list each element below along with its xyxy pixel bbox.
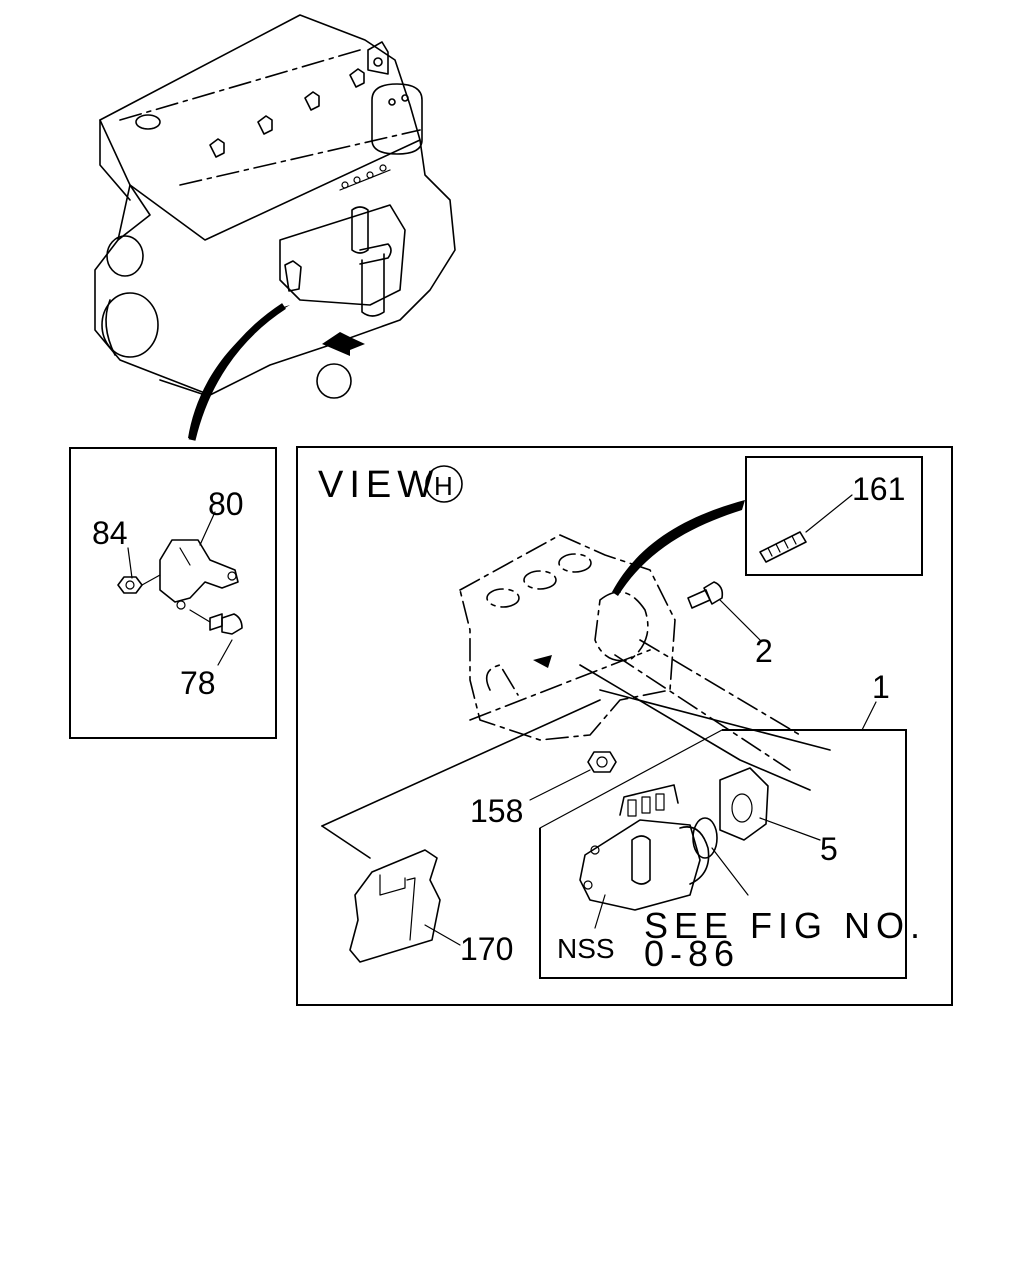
pump-subassembly-box bbox=[539, 729, 907, 979]
callout-2: 2 bbox=[755, 633, 773, 669]
leader-curve-stroke bbox=[188, 303, 286, 441]
callout-5: 5 bbox=[820, 831, 838, 867]
flange-5-shape bbox=[719, 767, 769, 841]
callout-161: 161 bbox=[852, 471, 905, 507]
bolt-2-shape bbox=[703, 581, 724, 605]
cover-170-shape bbox=[349, 849, 441, 963]
stud-detail-box bbox=[745, 456, 923, 576]
see-fig-line1: SEE FIG NO. bbox=[644, 905, 926, 946]
engine-block-view bbox=[459, 534, 676, 741]
nut-158-shape bbox=[587, 751, 617, 773]
direction-arrow-icon bbox=[533, 655, 552, 668]
callout-170: 170 bbox=[460, 931, 513, 967]
o-ring-shape bbox=[692, 817, 718, 859]
view-h-marker-icon bbox=[316, 363, 352, 399]
view-title: VIEW bbox=[318, 464, 439, 506]
bracket-detail-box: 84 80 78 bbox=[69, 447, 277, 739]
bolt-78-shape bbox=[221, 613, 243, 635]
stud-leader-curve bbox=[612, 500, 745, 596]
callout-nss: NSS bbox=[557, 933, 615, 964]
callout-1: 1 bbox=[872, 669, 890, 705]
nut-84-shape bbox=[117, 576, 143, 594]
stud-161-shape bbox=[759, 531, 807, 563]
view-title-marker-icon bbox=[425, 465, 463, 503]
view-h-box: VIEW H 161 2 bbox=[296, 446, 953, 1006]
view-arrow-icon bbox=[322, 332, 365, 356]
leader-curve bbox=[188, 305, 290, 438]
callout-78: 78 bbox=[180, 665, 216, 701]
callout-84: 84 bbox=[92, 515, 128, 551]
callout-158: 158 bbox=[470, 793, 523, 829]
view-title-marker: H bbox=[434, 471, 453, 501]
see-fig-line2: 0-86 bbox=[644, 933, 740, 974]
engine-overview bbox=[94, 14, 456, 399]
injection-pump-shape bbox=[579, 784, 710, 911]
bracket-80-shape bbox=[159, 539, 239, 603]
callout-80: 80 bbox=[208, 486, 244, 522]
